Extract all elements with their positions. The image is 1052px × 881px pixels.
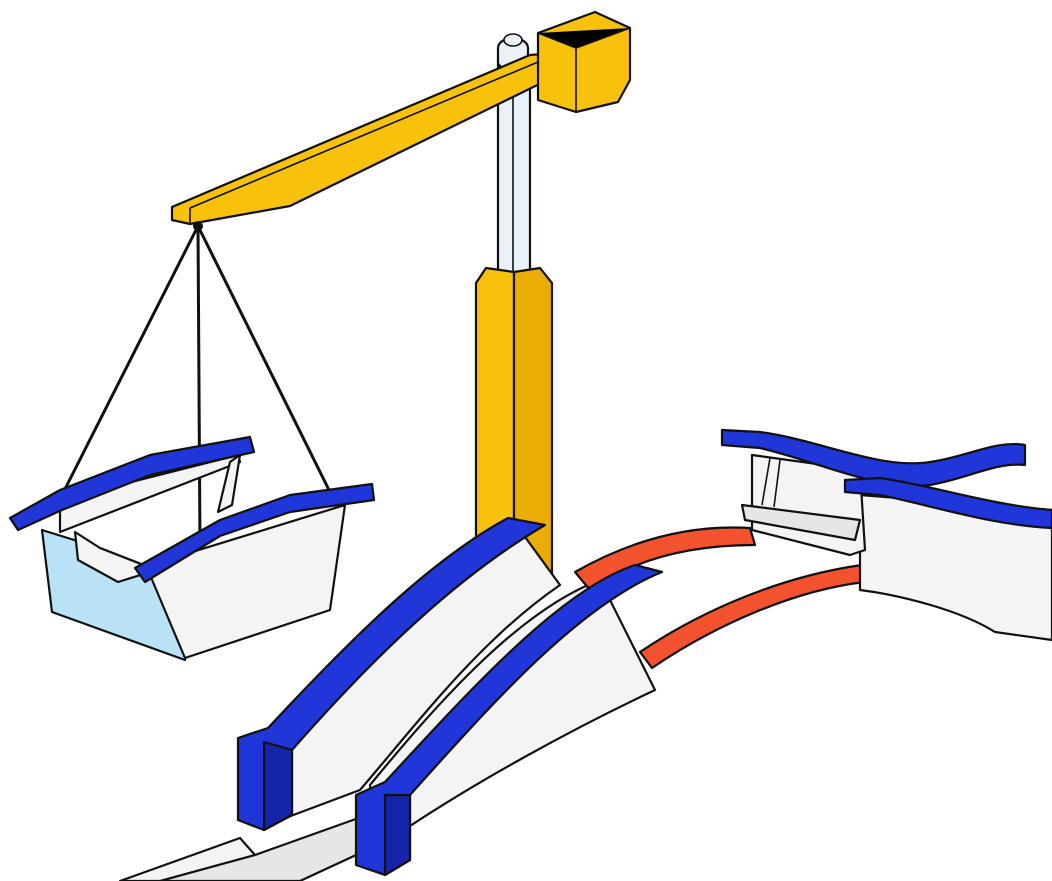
crane-counterweight [536,10,632,114]
crane [60,10,632,587]
deck-foreground [118,516,867,881]
crane-jib [170,50,570,226]
suspended-segment [8,435,376,662]
crane-mast-lower [474,266,554,587]
lifting-cables [60,224,332,550]
deck-background [720,428,1052,642]
